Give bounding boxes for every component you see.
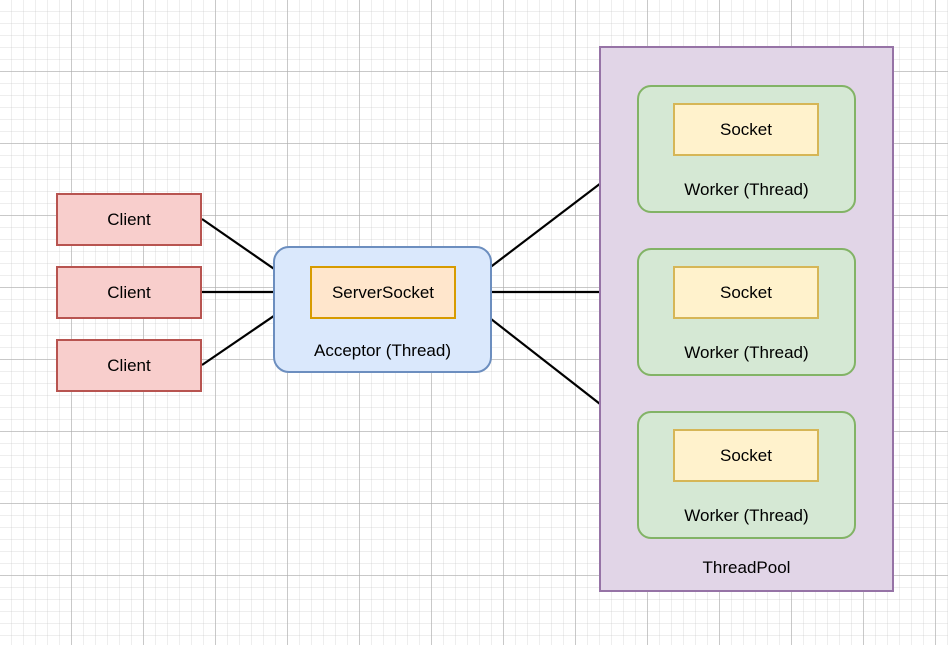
- acceptor-label: Acceptor (Thread): [314, 341, 451, 361]
- client-box-2[interactable]: Client: [56, 266, 202, 319]
- client-label-3: Client: [107, 355, 151, 375]
- client-label-1: Client: [107, 209, 151, 229]
- socket-box-2[interactable]: Socket: [673, 266, 819, 319]
- serversocket-label: ServerSocket: [331, 282, 435, 302]
- client-label-2: Client: [107, 282, 151, 302]
- worker-label-1: Worker (Thread): [684, 180, 809, 200]
- client-box-3[interactable]: Client: [56, 339, 202, 392]
- worker-label-3: Worker (Thread): [684, 506, 809, 526]
- socket-label-2: Socket: [720, 282, 772, 302]
- threadpool-label: ThreadPool: [702, 558, 791, 578]
- socket-box-3[interactable]: Socket: [673, 429, 819, 482]
- socket-box-1[interactable]: Socket: [673, 103, 819, 156]
- serversocket-box[interactable]: ServerSocket: [310, 266, 456, 319]
- socket-label-1: Socket: [720, 119, 772, 139]
- client-box-1[interactable]: Client: [56, 193, 202, 246]
- socket-label-3: Socket: [720, 445, 772, 465]
- worker-label-2: Worker (Thread): [684, 343, 809, 363]
